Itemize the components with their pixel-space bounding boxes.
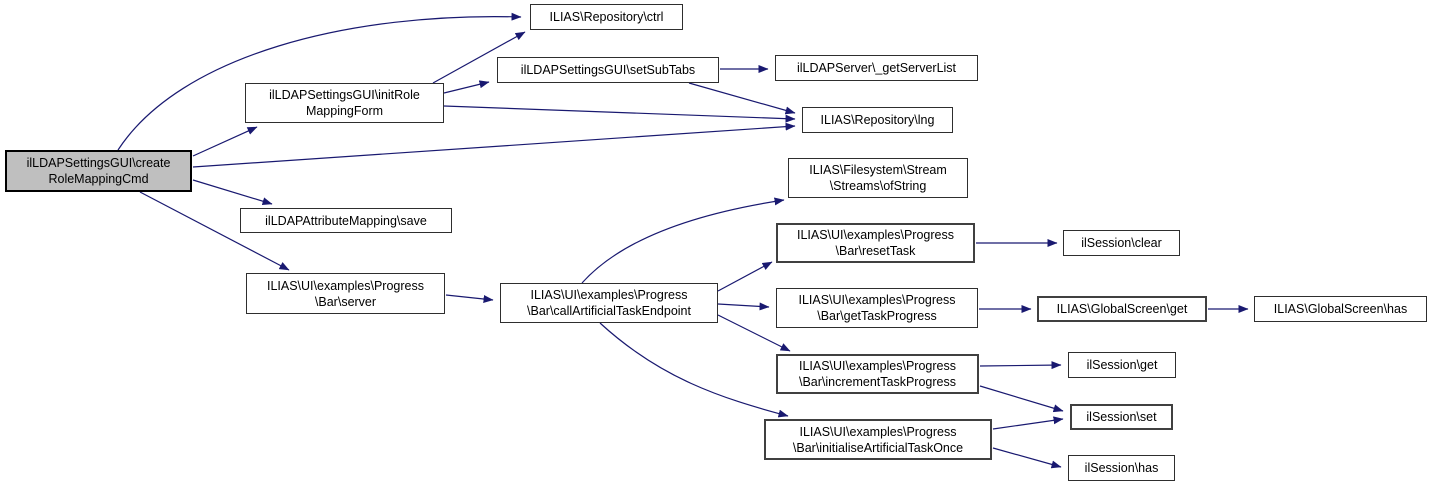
node-label-line: RoleMappingCmd xyxy=(48,172,149,186)
edge-createRoleMappingCmd-to-initRoleMappingForm xyxy=(192,126,258,157)
node-label-line: \Bar\callArtificialTaskEndpoint xyxy=(527,304,691,318)
graph-node-sessionGet[interactable]: ilSession\get xyxy=(1068,352,1176,378)
edge-createRoleMappingCmd-to-save xyxy=(192,179,273,206)
node-label-line: ILIAS\GlobalScreen\get xyxy=(1056,302,1188,316)
edge-server-to-callArtificialTaskEndpoint xyxy=(445,294,494,303)
graph-node-getServerList[interactable]: ilLDAPServer\_getServerList xyxy=(775,55,978,81)
edge-createRoleMappingCmd-to-lng xyxy=(192,122,796,168)
node-label-line: ilLDAPAttributeMapping\save xyxy=(265,213,427,228)
graph-node-globalScreenGet[interactable]: ILIAS\GlobalScreen\get xyxy=(1037,296,1207,322)
node-label-line: ILIAS\UI\examples\Progress xyxy=(530,288,688,302)
edge-incrementTaskProgress-to-sessionGet xyxy=(979,361,1062,370)
graph-node-server[interactable]: ILIAS\UI\examples\Progress\Bar\server xyxy=(246,273,445,314)
graph-node-sessionClear[interactable]: ilSession\clear xyxy=(1063,230,1180,256)
node-label-line: MappingForm xyxy=(305,104,384,118)
node-label-line: ilLDAPServer\_getServerList xyxy=(796,61,957,75)
graph-node-sessionSet[interactable]: ilSession\set xyxy=(1070,404,1173,430)
graph-node-ctrl[interactable]: ILIAS\Repository\ctrl xyxy=(530,4,683,30)
graph-node-globalScreenHas[interactable]: ILIAS\GlobalScreen\has xyxy=(1254,296,1427,322)
edge-callArtificialTaskEndpoint-to-resetTask xyxy=(717,261,773,292)
node-label-line: \Bar\resetTask xyxy=(835,244,916,258)
node-label-line: ILIAS\UI\examples\Progress xyxy=(798,293,956,307)
graph-node-getTaskProgress[interactable]: ILIAS\UI\examples\Progress \Bar\getTaskPr… xyxy=(776,288,978,328)
edge-callArtificialTaskEndpoint-to-ofString xyxy=(581,197,785,284)
node-label-line: ILIAS\UI\examples\Progress xyxy=(799,424,957,439)
node-label-line: ILIAS\Filesystem\Stream xyxy=(809,163,947,177)
graph-node-setSubTabs[interactable]: ilLDAPSettingsGUI\setSubTabs xyxy=(497,57,719,83)
edge-setSubTabs-to-lng xyxy=(688,82,796,115)
node-label-line: ilSession\has xyxy=(1084,461,1159,475)
node-label-line: ILIAS\GlobalScreen\has xyxy=(1273,302,1408,316)
node-label-line: ILIAS\UI\examples\Progress xyxy=(266,278,424,293)
graph-node-ofString[interactable]: ILIAS\Filesystem\Stream \Streams\ofString xyxy=(788,158,968,198)
edge-initialiseArtificialTaskOnce-to-sessionHas xyxy=(992,447,1062,469)
edge-initRoleMappingForm-to-lng xyxy=(443,105,796,123)
node-label-line: ilLDAPSettingsGUI\create xyxy=(26,156,171,170)
edge-initialiseArtificialTaskOnce-to-sessionSet xyxy=(992,416,1064,430)
node-label-line: ILIAS\Repository\lng xyxy=(820,113,935,127)
node-label-line: ILIAS\Repository\ctrl xyxy=(549,10,664,24)
node-label-line: ilSession\get xyxy=(1086,358,1158,372)
node-label-line: ILIAS\UI\examples\Progress xyxy=(796,228,954,242)
edge-incrementTaskProgress-to-sessionSet xyxy=(979,385,1064,413)
node-label-line: \Bar\getTaskProgress xyxy=(817,309,937,323)
node-label-line: \Bar\incrementTaskProgress xyxy=(798,375,956,389)
graph-node-lng[interactable]: ILIAS\Repository\lng xyxy=(802,107,953,133)
node-label-line: \Bar\initialiseArtificialTaskOnce xyxy=(792,440,964,455)
node-label-line: ilLDAPSettingsGUI\initRole xyxy=(269,88,420,102)
graph-node-callArtificialTaskEndpoint[interactable]: ILIAS\UI\examples\Progress \Bar\callArtif… xyxy=(500,283,718,323)
graph-node-incrementTaskProgress[interactable]: ILIAS\UI\examples\Progress \Bar\increment… xyxy=(776,354,979,394)
graph-node-initialiseArtificialTaskOnce[interactable]: ILIAS\UI\examples\Progress\Bar\initialis… xyxy=(764,419,992,460)
graph-node-save[interactable]: ilLDAPAttributeMapping\save xyxy=(240,208,452,233)
node-label-line: ilSession\clear xyxy=(1081,236,1162,250)
edge-initRoleMappingForm-to-setSubTabs xyxy=(443,80,490,94)
node-label-line: ilLDAPSettingsGUI\setSubTabs xyxy=(520,63,696,77)
node-label-line: ILIAS\UI\examples\Progress xyxy=(798,359,956,373)
edge-callArtificialTaskEndpoint-to-initialiseArtificialTaskOnce xyxy=(599,322,789,418)
edge-callArtificialTaskEndpoint-to-getTaskProgress xyxy=(717,302,770,311)
graph-node-sessionHas[interactable]: ilSession\has xyxy=(1068,455,1175,481)
graph-node-resetTask[interactable]: ILIAS\UI\examples\Progress \Bar\resetTask xyxy=(776,223,975,263)
node-label-line: \Streams\ofString xyxy=(829,179,927,193)
node-label-line: \Bar\server xyxy=(314,294,377,309)
node-label-line: ilSession\set xyxy=(1086,410,1157,424)
